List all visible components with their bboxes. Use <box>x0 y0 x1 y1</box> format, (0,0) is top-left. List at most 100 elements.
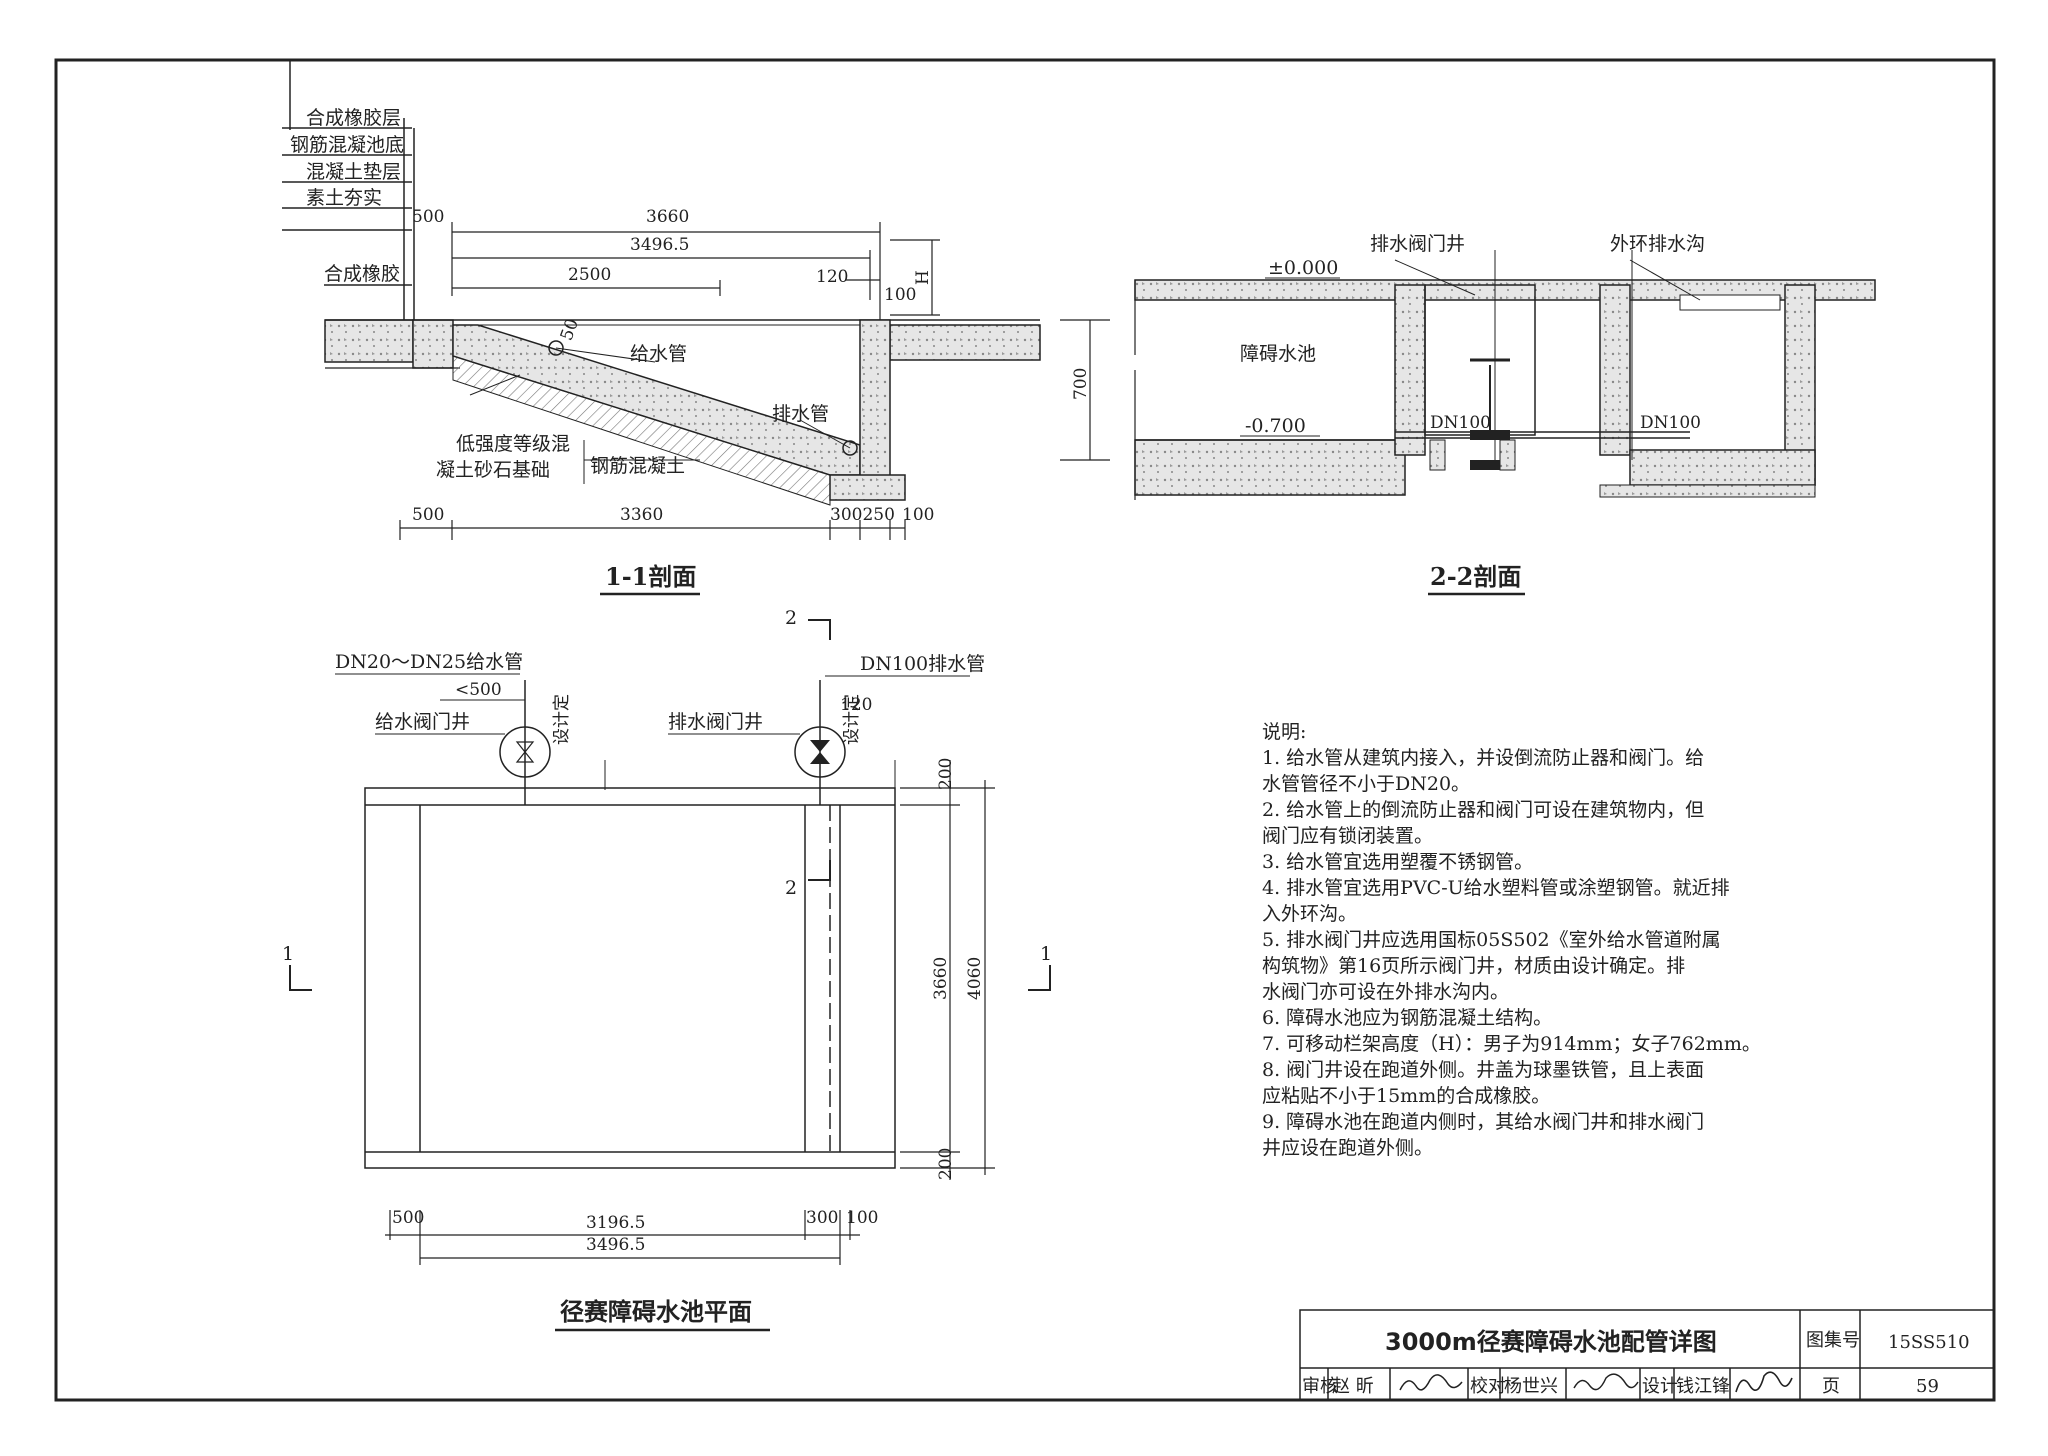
design-label: 设计 <box>1642 1376 1678 1397</box>
note-line: 水阀门亦可设在外排水沟内。 <box>1262 981 1509 1003</box>
section-2-2: 排水阀门井 外环排水沟 ±0.000 障碍水池 -0.700 DN100 DN1… <box>1133 233 1876 596</box>
checker-name: 杨世兴 <box>1504 1376 1558 1397</box>
lt500-label: <500 <box>455 680 502 700</box>
sheet-border <box>54 58 1996 1402</box>
dim-120-plan: 120 <box>840 695 872 715</box>
layer-rubber-label: 合成橡胶层 <box>306 107 401 129</box>
note-line: 2. 给水管上的倒流防止器和阀门可设在建筑物内，但 <box>1262 799 1704 821</box>
reviewer-signature <box>1399 1374 1463 1391</box>
ditch-label: 外环排水沟 <box>1610 233 1705 255</box>
drain-well-label: 排水阀门井 <box>668 711 763 733</box>
pool-label: 障碍水池 <box>1240 343 1316 365</box>
checker-signature <box>1573 1373 1639 1391</box>
plan-title: 径赛障碍水池平面 <box>560 1297 752 1326</box>
dim-100: 100 <box>884 285 916 305</box>
plan-view: DN20～DN25给水管 DN100排水管 <500 给水阀门井 排水阀门井 设… <box>282 607 1052 1332</box>
drain-pipe <box>842 440 858 456</box>
dn100-1: DN100 <box>1430 413 1491 433</box>
section-1-1: 合成橡胶层 钢筋混凝池底 混凝土垫层 素土夯实 合成橡胶 给水管 排水管 50 … <box>282 107 1110 596</box>
pool-wall <box>1394 284 1426 456</box>
drain-pipe-plan-label: DN100排水管 <box>860 653 985 675</box>
section-mark-right-1: 1 <box>1040 943 1052 965</box>
designer-signature <box>1735 1371 1793 1393</box>
dim-3496: 3496.5 <box>630 235 689 255</box>
dn100-2: DN100 <box>1640 413 1701 433</box>
page-label: 页 <box>1822 1376 1840 1397</box>
base-label-1: 低强度等级混 <box>456 433 570 455</box>
dim-120: 120 <box>816 267 848 287</box>
dim-700: 700 <box>1071 368 1091 400</box>
dim-500-top: 500 <box>412 207 444 227</box>
bottom-slab <box>1134 439 1406 496</box>
dim-3360: 3360 <box>620 505 663 525</box>
note-line: 3. 给水管宜选用塑覆不锈钢管。 <box>1262 851 1533 873</box>
section-1-1-title: 1-1剖面 <box>605 562 696 591</box>
note-line: 应粘贴不小于15mm的合成橡胶。 <box>1262 1085 1550 1107</box>
note-line: 阀门应有锁闭装置。 <box>1262 825 1433 847</box>
designer-name: 钱江锋 <box>1676 1376 1730 1397</box>
layer-labels <box>282 118 415 320</box>
base-hatch <box>452 355 831 506</box>
atlas-label: 图集号 <box>1806 1330 1860 1351</box>
ground-left <box>324 319 414 363</box>
dim-200-top: 200 <box>936 758 956 790</box>
drawing-title: 3000m径赛障碍水池配管详图 <box>1385 1328 1717 1356</box>
pool-outline <box>364 787 896 1169</box>
elev-minus: -0.700 <box>1245 415 1306 437</box>
supply-pipe-plan-label: DN20～DN25给水管 <box>335 651 523 673</box>
section-mark-top-2: 2 <box>785 607 797 629</box>
note-line: 5. 排水阀门井应选用国标05S502《室外给水管道附属 <box>1262 929 1721 951</box>
supply-pipe-label: 给水管 <box>630 343 687 365</box>
dim-H: H <box>913 270 933 285</box>
section-mark-mid-2: 2 <box>785 877 797 899</box>
design-label-2: 设计定 <box>842 694 862 745</box>
outer-ditch <box>1599 284 1631 456</box>
dim-500-plan: 500 <box>392 1208 424 1228</box>
note-line: 入外环沟。 <box>1262 903 1357 925</box>
note-line: 构筑物》第16页所示阀门井，材质由设计确定。排 <box>1262 955 1685 977</box>
note-line: 4. 排水管宜选用PVC-U给水塑料管或涂塑钢管。就近排 <box>1262 877 1730 899</box>
elev-0: ±0.000 <box>1268 257 1338 279</box>
supply-well-label: 给水阀门井 <box>375 711 470 733</box>
section-mark-left-1: 1 <box>282 943 294 965</box>
ground-right <box>889 324 1041 361</box>
dim-200-bot: 200 <box>936 1148 956 1180</box>
layer-rc-label: 钢筋混凝池底 <box>290 134 404 156</box>
dim-3196: 3196.5 <box>586 1213 645 1233</box>
dim-100-bot: 100 <box>902 505 934 525</box>
dim-2500: 2500 <box>568 265 611 285</box>
design-label-1: 设计定 <box>552 694 572 745</box>
note-line: 7. 可移动栏架高度（H）：男子为914mm；女子762mm。 <box>1262 1033 1761 1055</box>
note-line: 6. 障碍水池应为钢筋混凝土结构。 <box>1262 1007 1552 1029</box>
notes-heading: 说明: <box>1262 721 1306 743</box>
dim-100-plan: 100 <box>846 1208 878 1228</box>
dim-3496-plan: 3496.5 <box>586 1235 645 1255</box>
review-label: 审核 <box>1302 1376 1338 1397</box>
end-wall <box>859 319 891 481</box>
note-line: 井应设在跑道外侧。 <box>1262 1137 1433 1159</box>
dim-3660: 3660 <box>646 207 689 227</box>
note-line: 8. 阀门井设在跑道外侧。井盖为球墨铁管，且上表面 <box>1262 1059 1704 1081</box>
base-label-2: 凝土砂石基础 <box>436 459 550 481</box>
dim-4060: 4060 <box>965 957 985 1000</box>
layer-cushion-label: 混凝土垫层 <box>306 161 401 183</box>
dim-500-bot: 500 <box>412 505 444 525</box>
note-line: 1. 给水管从建筑内接入，并设倒流防止器和阀门。给 <box>1262 747 1704 769</box>
rubber-label: 合成橡胶 <box>324 263 400 285</box>
reviewer-name: 赵 昕 <box>1332 1376 1374 1397</box>
dim-3660-plan: 3660 <box>931 957 951 1000</box>
rc-label: 钢筋混凝土 <box>590 455 685 477</box>
section-2-2-title: 2-2剖面 <box>1430 562 1521 591</box>
drain-pipe-label: 排水管 <box>772 403 829 425</box>
page-number: 59 <box>1916 1376 1939 1397</box>
supply-pipe <box>548 340 564 356</box>
valve-well-label: 排水阀门井 <box>1370 233 1465 255</box>
check-label: 校对 <box>1470 1376 1506 1397</box>
dim-300250: 300250 <box>830 505 895 525</box>
note-line: 9. 障碍水池在跑道内侧时，其给水阀门井和排水阀门 <box>1262 1111 1704 1133</box>
atlas-number: 15SS510 <box>1888 1332 1970 1353</box>
title-block: 3000m径赛障碍水池配管详图 图集号 15SS510 审核 赵 昕 校对 杨世… <box>1299 1309 1995 1401</box>
note-line: 水管管径不小于DN20。 <box>1262 773 1470 795</box>
notes: 说明: 1. 给水管从建筑内接入，并设倒流防止器和阀门。给 水管管径不小于DN2… <box>1262 721 1761 1159</box>
